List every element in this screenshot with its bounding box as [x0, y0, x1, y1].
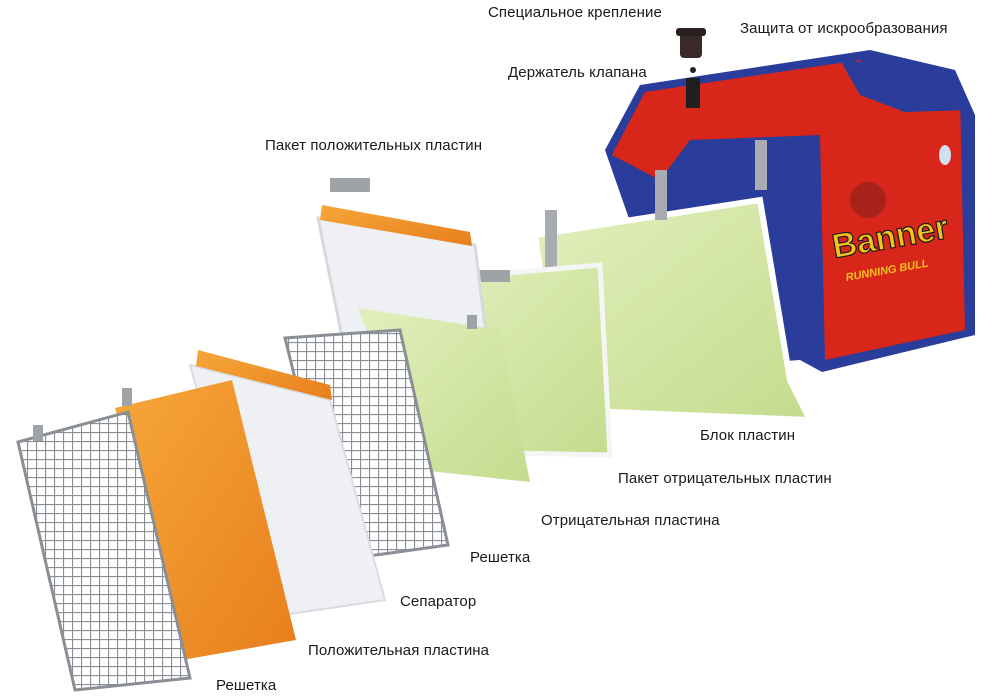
label-separator: Сепаратор	[400, 593, 477, 610]
label-grid-back: Решетка	[470, 549, 531, 566]
label-positive-plate: Положительная пластина	[308, 642, 490, 659]
label-positive-pack: Пакет положительных пластин	[265, 137, 483, 154]
label-grid-front: Решетка	[216, 677, 277, 694]
label-negative-plate: Отрицательная пластина	[541, 512, 720, 529]
label-negative-pack: Пакет отрицательных пластин	[618, 470, 832, 487]
grid-front	[16, 410, 192, 692]
label-special-mount: Специальное крепление	[488, 4, 662, 21]
label-spark-protection: Защита от искрообразования	[740, 20, 948, 37]
label-valve-holder: Держатель клапана	[508, 64, 647, 81]
label-plate-block: Блок пластин	[700, 427, 796, 444]
valve-assembly	[676, 28, 706, 108]
indicator-icon	[939, 145, 951, 165]
positive-plate	[115, 380, 296, 660]
bull-emblem	[850, 182, 886, 218]
